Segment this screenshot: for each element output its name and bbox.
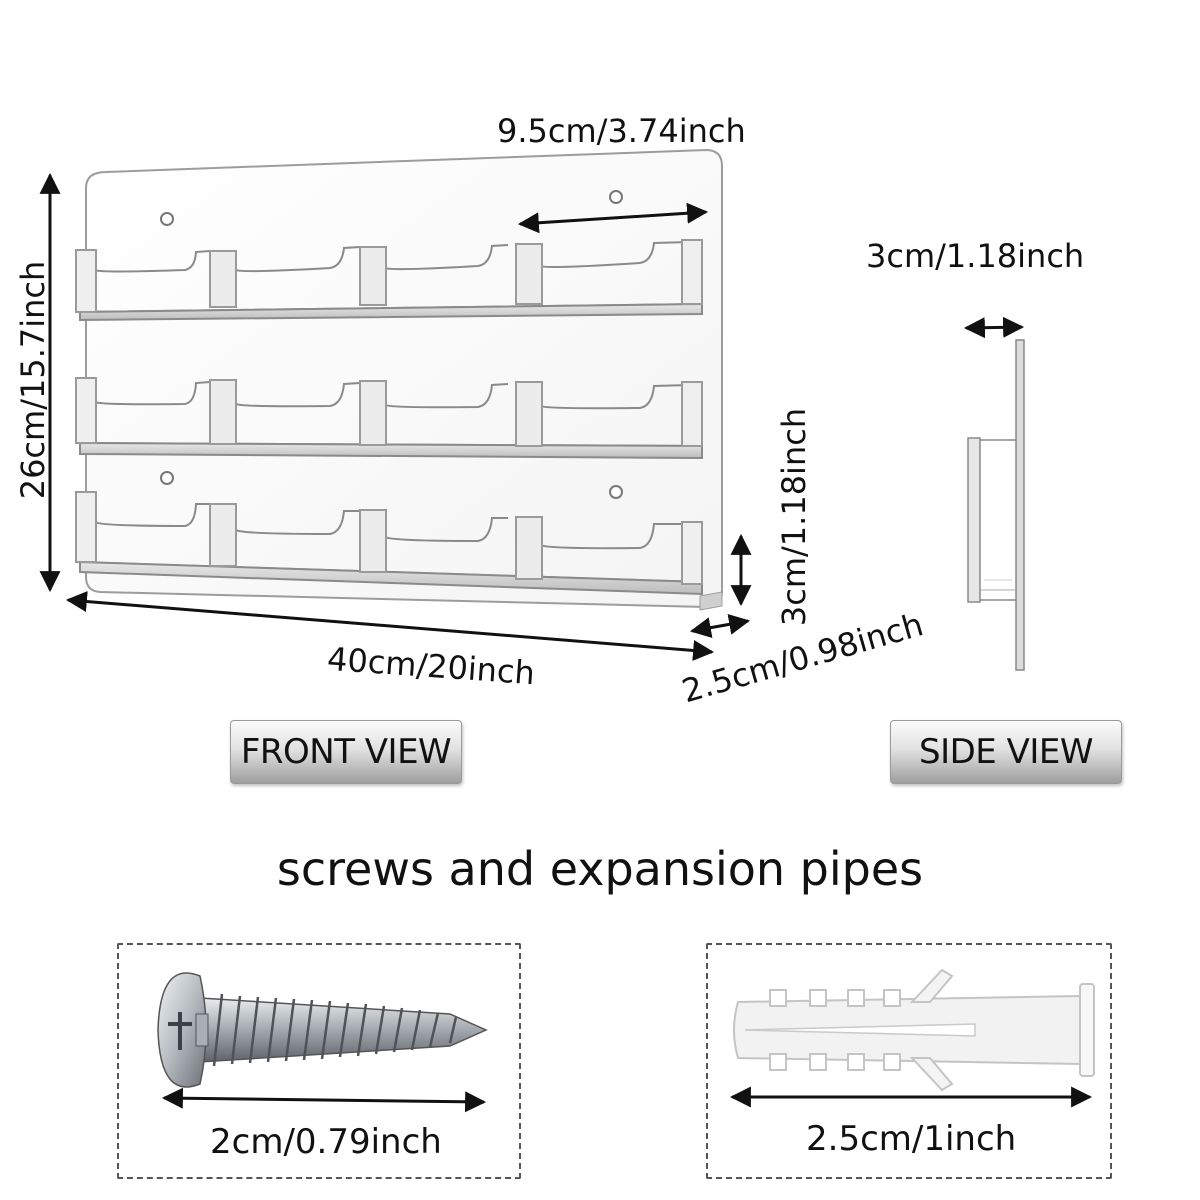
anchor-box	[706, 943, 1112, 1179]
side-view-drawing	[967, 339, 1025, 671]
screw-image	[157, 972, 488, 1088]
pocket-width-label: 9.5cm/3.74inch	[497, 112, 746, 150]
screw-box	[117, 943, 521, 1179]
width-arrow	[65, 591, 715, 661]
front-view-button[interactable]: FRONT VIEW	[230, 720, 462, 784]
screw-length-label: 2cm/0.79inch	[210, 1122, 442, 1162]
anchor-length-label: 2.5cm/1inch	[806, 1119, 1017, 1159]
side-view-button[interactable]: SIDE VIEW	[890, 720, 1122, 784]
height-label: 26cm/15.7inch	[14, 260, 52, 500]
pocket-width-arrow	[517, 202, 709, 234]
anchor-image	[733, 968, 1095, 1092]
screw-length-arrow	[161, 1087, 487, 1113]
side-thickness-arrow	[963, 316, 1025, 339]
side-thickness-label: 3cm/1.18inch	[866, 237, 1085, 275]
pocket-row-1	[75, 239, 703, 322]
accessories-title: screws and expansion pipes	[276, 842, 924, 896]
pocket-row-2	[75, 377, 703, 460]
pocket-height-label: 3cm/1.18inch	[775, 407, 813, 627]
pocket-depth-arrow	[689, 613, 751, 639]
